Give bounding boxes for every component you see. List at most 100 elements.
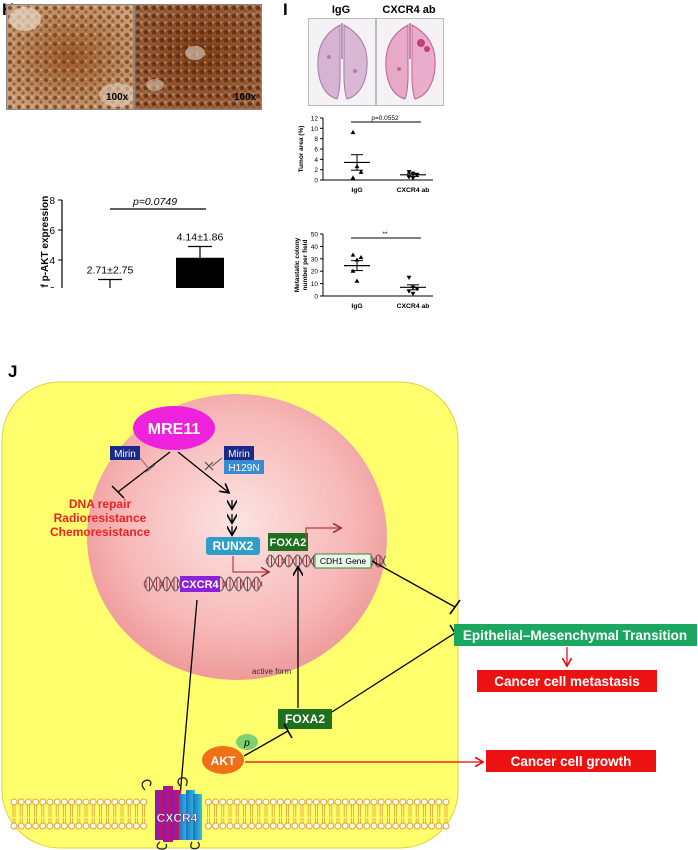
lung-section-igg bbox=[309, 19, 375, 105]
lipid-tail bbox=[34, 805, 37, 817]
lipid-tail bbox=[120, 818, 124, 823]
cdh1-gene-label: CDH1 Gene bbox=[320, 556, 367, 566]
lipid-head bbox=[435, 798, 443, 806]
lipid-tail bbox=[113, 818, 117, 823]
lipid-tail bbox=[423, 818, 426, 823]
lipid-head bbox=[248, 822, 256, 830]
lipid-tail bbox=[235, 805, 239, 817]
lipid-tail bbox=[343, 805, 347, 817]
growth-box bbox=[486, 750, 656, 772]
inhibit-bar-dna bbox=[111, 485, 125, 499]
lipid-head bbox=[226, 798, 234, 806]
lipid-head bbox=[305, 798, 313, 806]
cxcr4-gene-to-receptor-arrow bbox=[178, 599, 198, 820]
akt-inhibit-foxa2-line bbox=[243, 730, 289, 757]
lipid-head bbox=[233, 798, 241, 806]
runx2-label: RUNX2 bbox=[213, 539, 254, 553]
lipid-tail bbox=[48, 818, 52, 823]
lipid-head bbox=[17, 798, 25, 806]
lipid-tail bbox=[271, 805, 275, 817]
lipid-head bbox=[377, 822, 385, 830]
lipid-head bbox=[140, 798, 148, 806]
lipid-head bbox=[32, 798, 40, 806]
y-tick-label: 8 bbox=[49, 196, 55, 207]
y-tick-label: 40 bbox=[311, 244, 319, 251]
data-point bbox=[354, 278, 360, 283]
lipid-head bbox=[219, 822, 227, 830]
lipid-tail bbox=[293, 805, 297, 817]
lipid-tail bbox=[77, 805, 81, 817]
lipid-head bbox=[240, 822, 248, 830]
lipid-tail bbox=[351, 818, 354, 823]
lipid-head bbox=[428, 822, 436, 830]
lipid-tail bbox=[394, 818, 397, 823]
lipid-tail bbox=[257, 818, 261, 823]
metastasis-box bbox=[477, 670, 657, 692]
lipid-head bbox=[10, 798, 18, 806]
y-tick-label: 10 bbox=[311, 281, 319, 288]
foxa2-to-cdh1-arrow bbox=[305, 528, 340, 540]
lipid-head bbox=[60, 798, 68, 806]
lipid-head bbox=[370, 798, 378, 806]
lipid-head bbox=[348, 822, 356, 830]
panel-letter-j: J bbox=[8, 362, 18, 381]
lipid-head bbox=[284, 822, 292, 830]
lipid-tail bbox=[27, 818, 30, 823]
lipid-head bbox=[96, 822, 104, 830]
lipid-head bbox=[255, 822, 263, 830]
lipid-head bbox=[291, 822, 299, 830]
growth-label: Cancer cell growth bbox=[511, 754, 632, 769]
bar bbox=[176, 257, 224, 288]
lipid-head bbox=[240, 798, 248, 806]
lipid-head bbox=[406, 798, 414, 806]
lipid-tail bbox=[106, 805, 109, 817]
mre11-to-dna-repair-inhibit bbox=[117, 451, 171, 493]
lipid-head bbox=[104, 822, 112, 830]
y-tick-label: 0 bbox=[314, 178, 318, 185]
lipid-tail bbox=[19, 805, 23, 817]
data-point bbox=[406, 170, 412, 175]
lipid-head bbox=[53, 822, 61, 830]
lipid-head bbox=[46, 822, 54, 830]
y-tick-label: 6 bbox=[314, 147, 318, 154]
lipid-tail bbox=[106, 818, 109, 823]
y-tick-label: 6 bbox=[49, 226, 55, 237]
lipid-head bbox=[10, 822, 18, 830]
lipid-tail bbox=[63, 818, 66, 823]
lipid-head bbox=[118, 798, 126, 806]
lipid-head bbox=[384, 798, 392, 806]
lipid-tail bbox=[408, 805, 412, 817]
active-form-label: active form bbox=[252, 667, 291, 676]
mirin1-inhibit-line bbox=[139, 457, 151, 471]
y-tick-label: 20 bbox=[311, 269, 319, 276]
y-tick-label: 30 bbox=[311, 256, 319, 263]
lipid-tail bbox=[307, 818, 311, 823]
lipid-tail bbox=[243, 818, 246, 823]
lipid-head bbox=[399, 822, 407, 830]
h129n-box bbox=[224, 460, 264, 474]
lipid-tail bbox=[70, 818, 73, 823]
lipid-tail bbox=[84, 818, 88, 823]
akt-label: AKT bbox=[211, 754, 236, 768]
data-point bbox=[350, 252, 356, 257]
lipid-head bbox=[384, 822, 392, 830]
lipid-head bbox=[75, 798, 83, 806]
lipid-tail bbox=[437, 818, 441, 823]
lipid-head bbox=[442, 822, 450, 830]
lipid-head bbox=[363, 798, 371, 806]
y-tick-label: 4 bbox=[314, 157, 318, 164]
y-tick-label: 50 bbox=[311, 232, 319, 239]
x-tick-label: CXCR4 ab bbox=[397, 187, 430, 194]
lipid-head bbox=[60, 822, 68, 830]
lipid-head bbox=[24, 822, 32, 830]
lipid-tail bbox=[379, 818, 383, 823]
lipid-tail bbox=[84, 805, 88, 817]
lipid-head bbox=[370, 822, 378, 830]
lipid-tail bbox=[127, 818, 131, 823]
lipid-head bbox=[212, 822, 220, 830]
mre11-label: MRE11 bbox=[148, 421, 201, 438]
lipid-tail bbox=[250, 805, 253, 817]
lipid-tail bbox=[48, 805, 52, 817]
cdh1-inhibit-emt-bar bbox=[449, 599, 461, 615]
lipid-tail bbox=[113, 805, 117, 817]
